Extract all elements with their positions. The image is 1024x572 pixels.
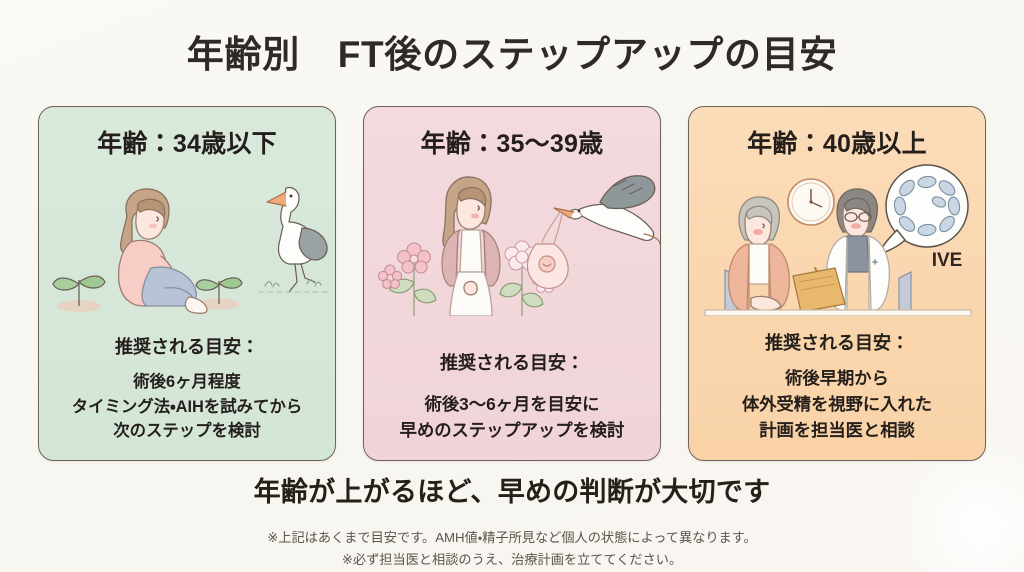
recommend-label: 推奨される目安： xyxy=(440,353,584,374)
card1-illustration-svg xyxy=(52,186,332,314)
disclaimer-note: ※上記はあくまで目安です。AMH値・精子所見など個人の状態によって異なります。 xyxy=(267,530,757,545)
recommend-line: 次のステップを検討 xyxy=(113,422,261,441)
card2-illustration-svg xyxy=(377,175,660,316)
patient-figure xyxy=(727,196,791,312)
seedling-icon xyxy=(52,275,106,312)
illustration-standing-woman-with-flowers-and-flying-stork xyxy=(364,164,660,316)
clipboard-icon xyxy=(792,267,846,313)
recommend-line: 術後6ヶ月程度 xyxy=(133,373,241,392)
standing-stork-icon xyxy=(258,186,332,293)
card-body-age-40-and-over: 推奨される目安： 術後早期から 体外受精を視野に入れた 計画を担当医と相談 xyxy=(689,329,985,460)
illustration-doctor-consultation-scene: IVE xyxy=(689,164,985,316)
seedling-icon xyxy=(195,277,243,310)
speech-bubble-with-embryo-cells-icon xyxy=(877,164,969,256)
recommend-lines: 術後6ヶ月程度 タイミング法・AIHを試みてから 次のステップを検討 xyxy=(47,370,327,444)
flying-stork-with-baby-bundle-icon xyxy=(526,175,660,289)
recommend-line: タイミング法・AIHを試みてから xyxy=(71,397,303,416)
recommend-line: 早めのステップアップを検討 xyxy=(399,420,625,441)
flower-icon xyxy=(377,242,437,316)
disclaimer-notes: ※上記はあくまで目安です。AMH値・精子所見など個人の状態によって異なります。 … xyxy=(0,527,1024,571)
age-group-card-34-and-under: 年齢：34歳以下 xyxy=(38,106,336,461)
card-body-age-34-and-under: 推奨される目安： 術後6ヶ月程度 タイミング法・AIHを試みてから 次のステップ… xyxy=(39,333,335,460)
footer-section: 年齢が上がるほど、早めの判断が大切です ※上記はあくまで目安です。AMH値・精子… xyxy=(0,470,1024,571)
card-body-age-35-to-39: 推奨される目安： 術後3〜6ヶ月を目安に 早めのステップアップを検討 xyxy=(364,349,660,460)
recommend-lines: 術後3〜6ヶ月を目安に 早めのステップアップを検討 xyxy=(372,392,652,444)
wall-clock-icon xyxy=(787,178,835,226)
age-group-card-35-to-39: 年齢：35〜39歳 xyxy=(363,106,661,461)
recommend-line: 計画を担当医と相談 xyxy=(759,420,915,441)
standing-woman-figure xyxy=(441,176,501,316)
card-heading-age-34-and-under: 年齢：34歳以下 xyxy=(97,130,277,158)
bubble-label-ive: IVE xyxy=(932,250,963,271)
illustration-sitting-woman-with-seedlings-and-stork xyxy=(39,164,335,316)
disclaimer-note: ※必ず担当医と相談のうえ、治療計画を立ててください。 xyxy=(341,551,683,567)
page-title: 年齢別 FT後のステップアップの目安 xyxy=(186,34,838,75)
age-group-card-40-and-over: 年齢：40歳以上 xyxy=(688,106,986,461)
recommend-label: 推奨される目安： xyxy=(115,337,259,358)
recommend-line: 術後3〜6ヶ月を目安に xyxy=(424,394,600,415)
key-message-banner: 年齢が上がるほど、早めの判断が大切です xyxy=(245,470,779,515)
card-heading-age-40-and-over: 年齢：40歳以上 xyxy=(747,130,927,158)
card3-illustration-svg: IVE xyxy=(704,164,972,316)
age-group-card-list: 年齢：34歳以下 xyxy=(38,106,986,461)
recommend-label: 推奨される目安： xyxy=(765,333,909,354)
card-heading-age-35-to-39: 年齢：35〜39歳 xyxy=(420,130,604,158)
sitting-woman-figure xyxy=(117,188,208,314)
recommend-lines: 術後早期から 体外受精を視野に入れた 計画を担当医と相談 xyxy=(697,366,977,444)
recommend-line: 術後早期から xyxy=(785,368,889,389)
recommend-line: 体外受精を視野に入れた xyxy=(741,394,933,415)
